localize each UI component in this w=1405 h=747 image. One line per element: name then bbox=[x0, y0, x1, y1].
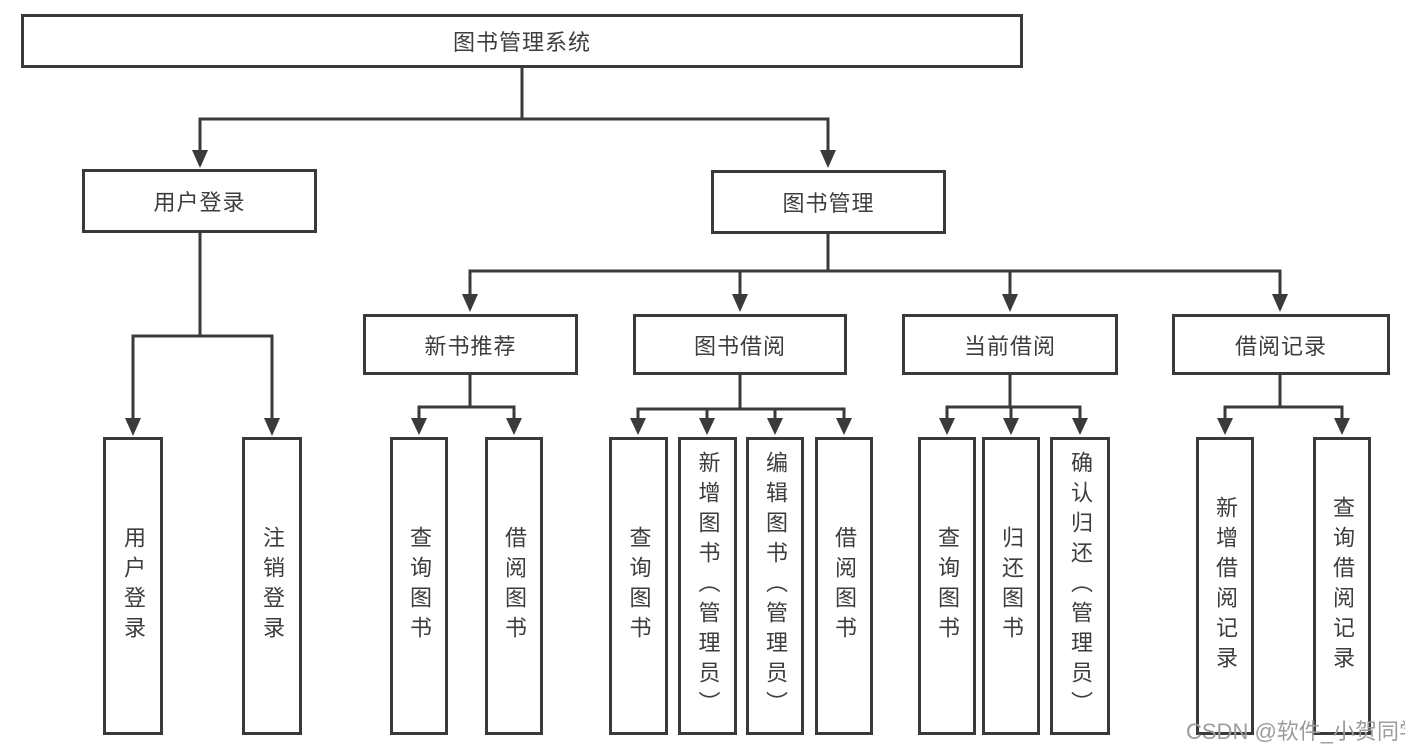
watermark: CSDN @软件_小贺同学 bbox=[1186, 719, 1405, 744]
leaf-logout: 注销登录 bbox=[242, 437, 302, 735]
leaf-query-books-current: 查询图书 bbox=[918, 437, 976, 735]
connector-root-to-level2 bbox=[192, 68, 836, 168]
node-library-management-system: 图书管理系统 bbox=[21, 14, 1023, 68]
leaf-confirm-return-admin: 确认归还（管理员） bbox=[1050, 437, 1110, 735]
connector-user-login-children bbox=[125, 233, 280, 436]
node-user-login: 用户登录 bbox=[82, 169, 317, 233]
leaf-borrow-books: 借阅图书 bbox=[815, 437, 873, 735]
connector-book-borrow-children bbox=[630, 375, 852, 435]
node-new-book-recommendation: 新书推荐 bbox=[363, 314, 578, 375]
connector-new-book-children bbox=[411, 375, 522, 435]
leaf-query-books-new: 查询图书 bbox=[390, 437, 448, 735]
leaf-user-login: 用户登录 bbox=[103, 437, 163, 735]
leaf-edit-books-admin: 编辑图书（管理员） bbox=[746, 437, 804, 735]
leaf-add-borrow-record: 新增借阅记录 bbox=[1196, 437, 1254, 735]
leaf-query-borrow-record: 查询借阅记录 bbox=[1313, 437, 1371, 735]
connector-book-management-to-level3 bbox=[462, 234, 1288, 312]
node-current-borrowing: 当前借阅 bbox=[902, 314, 1118, 375]
leaf-query-books-borrow: 查询图书 bbox=[609, 437, 668, 735]
node-borrowing-records: 借阅记录 bbox=[1172, 314, 1390, 375]
leaf-borrow-books-new: 借阅图书 bbox=[485, 437, 543, 735]
leaf-add-books-admin: 新增图书（管理员） bbox=[678, 437, 737, 735]
leaf-return-books: 归还图书 bbox=[982, 437, 1040, 735]
node-book-management: 图书管理 bbox=[711, 170, 946, 234]
node-book-borrowing: 图书借阅 bbox=[633, 314, 847, 375]
connector-borrow-records-children bbox=[1217, 375, 1350, 435]
connector-current-borrow-children bbox=[939, 375, 1088, 435]
